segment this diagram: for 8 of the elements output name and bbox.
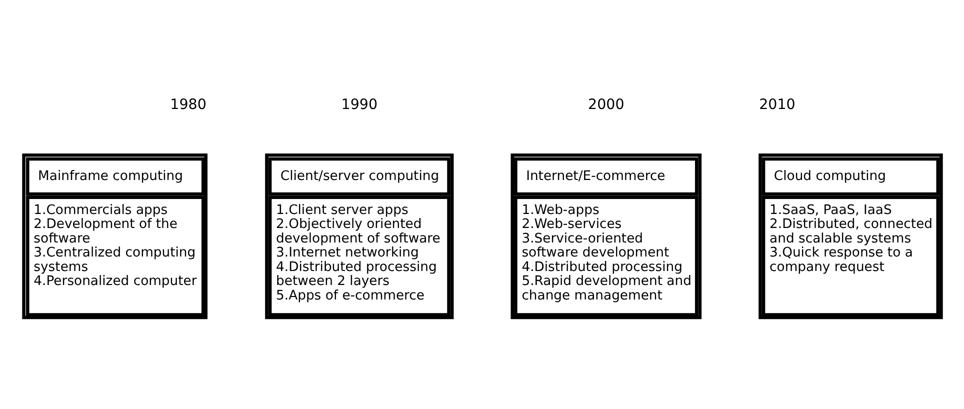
label: 1990 [340, 96, 378, 113]
label: 1980 [170, 96, 206, 113]
node-box: Client/server computing 1.Client server apps 2.Objectively oriented development of software 3.Internet networking 4.Distributed processing between 2 layers 5.Apps of e-commerce [264, 154, 454, 320]
label: 2000 [588, 96, 624, 113]
label: 2010 [758, 96, 795, 113]
node-box: Internet/E-commerce 1.Web-apps 2.Web-services 3.Service-oriented software development 4.Distributed processing 5.Rapid development and change management [510, 154, 702, 320]
node-box: Mainframe computing 1.Commercials apps 2.Development of the software 3.Centralized computing systems 4.Personalized computer [22, 154, 207, 320]
node-box: Cloud computing 1.SaaS, PaaS, IaaS 2.Distributed, connected and scalable systems 3.Quick response to a company request [758, 154, 942, 320]
